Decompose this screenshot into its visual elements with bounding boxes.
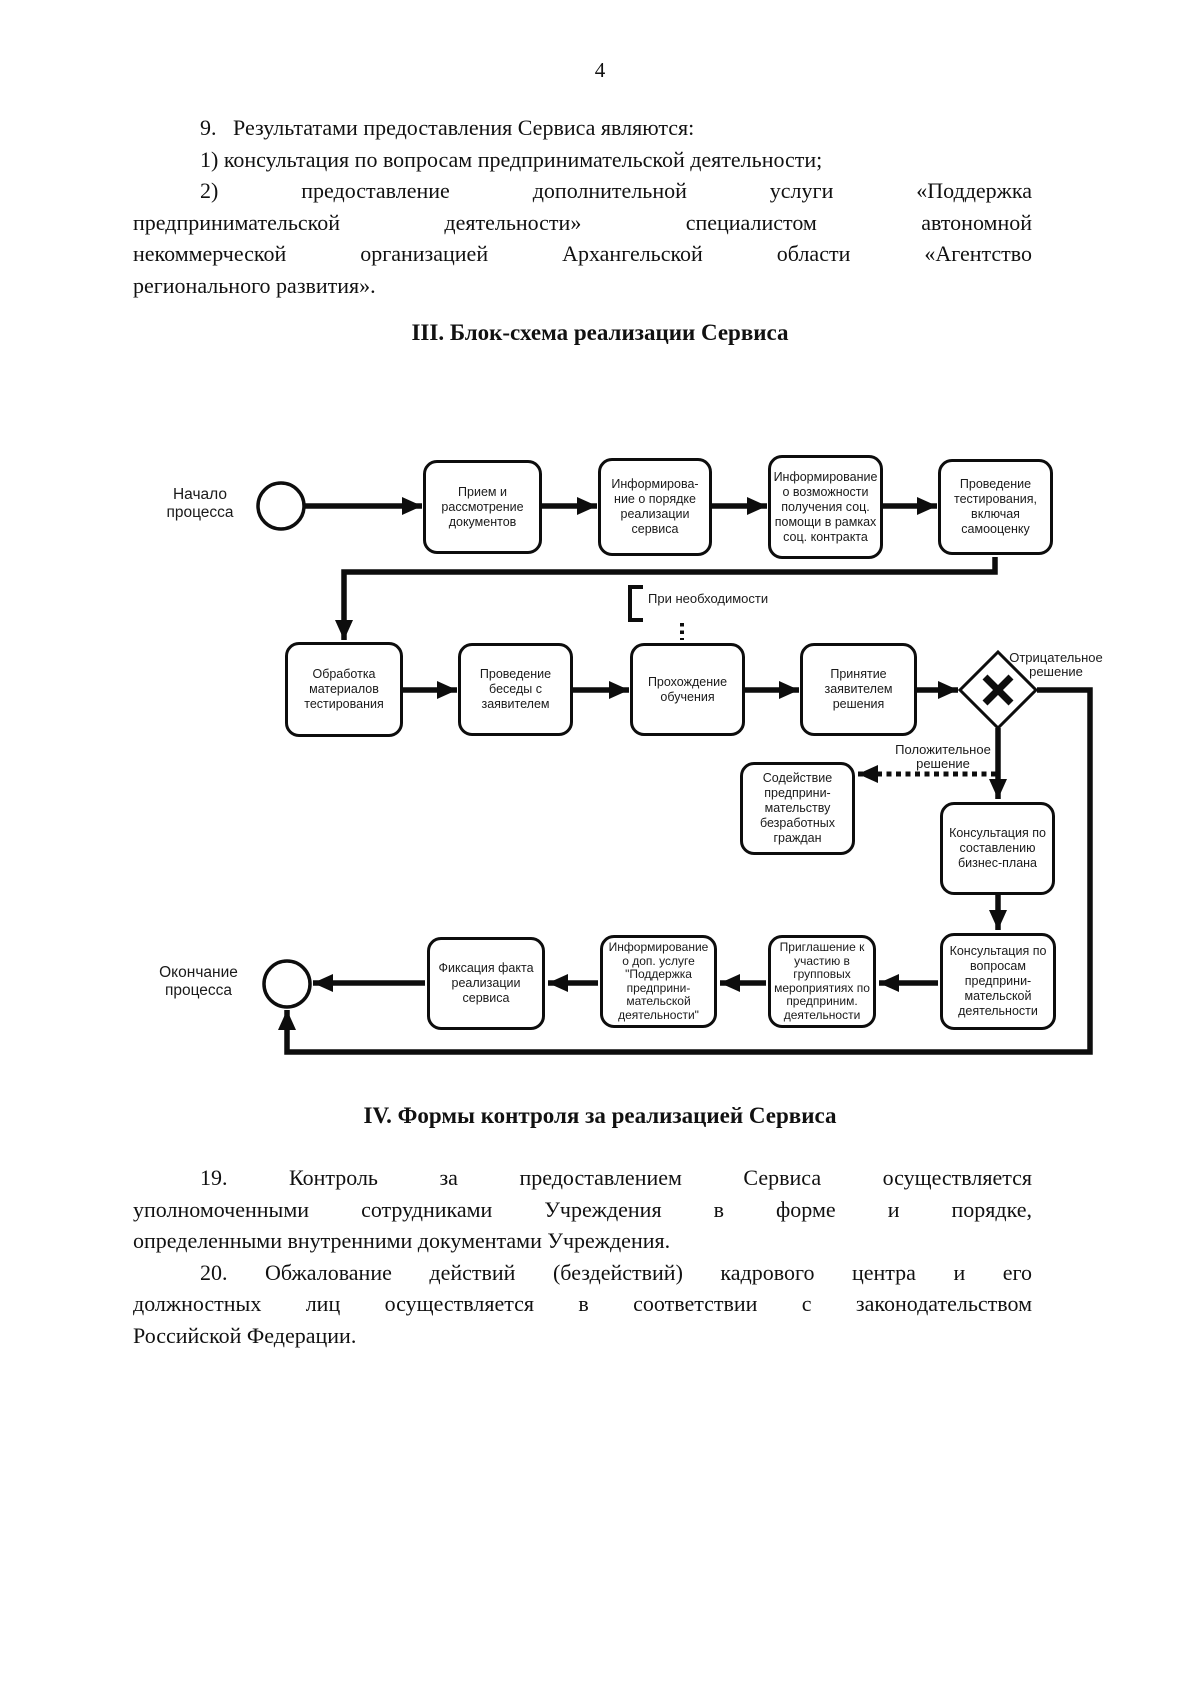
arrow-testing-to-processing [335,557,998,640]
flowchart-connectors [256,481,1093,1055]
node-inform-service: Информирование о доп. услуге "Поддержка … [600,935,717,1028]
paragraph-19-line1: 19. Контроль за предоставлением Сервиса … [200,1165,1032,1190]
paragraph-item-2-line4: регионального развития». [133,272,376,298]
paragraph-20-line1: 20. Обжалование действий (бездействий) к… [200,1259,1032,1285]
node-receive-docs: Прием и рассмотрение документов [423,460,542,554]
page-number: 4 [594,58,606,82]
node-inform-social: Информирование о возможности получения с… [768,455,883,559]
paragraph-item-1: 1) консультация по вопросам предпринимат… [200,146,823,172]
paragraph-20-line2: должностных лиц осуществляется в соответ… [133,1291,1032,1317]
paragraph-19-line2: уполномоченными сотрудниками Учреждения … [133,1196,1032,1222]
node-processing: Обработка материалов тестирования [285,642,403,737]
paragraph-item-2-line3: некоммерческой организацией Архангельско… [133,241,1032,267]
node-fixation: Фиксация факта реализации сервиса [427,937,545,1030]
node-assistance: Содействие предприни-мательству безработ… [740,762,855,855]
section-iv-title: IV. Формы контроля за реализацией Сервис… [363,1103,837,1128]
node-decision: Принятие заявителем решения [800,643,917,736]
paragraph-20-line3: Российской Федерации. [133,1322,357,1348]
control-paragraphs: 19. Контроль за предоставлением Сервиса … [133,1162,1032,1352]
node-consult-business: Консультация по вопросам предприни-мател… [940,933,1056,1030]
start-event-circle [256,481,306,531]
node-testing: Проведение тестирования, включая самооце… [938,459,1053,555]
start-label: Начало процесса [166,486,234,521]
when-needed-label: При необходимости [648,591,769,606]
node-inform-procedure: Информирова-ние о порядке реализации сер… [598,458,712,556]
node-training: Прохождение обучения [630,643,745,736]
node-consult-plan: Консультация по составлению бизнес-плана [940,802,1055,895]
positive-decision-label: Положительное решение [895,742,991,771]
negative-decision-path [278,687,1093,1055]
node-invitation: Приглашение к участию в групповых меропр… [768,935,876,1028]
intro-paragraphs: 9. Результатами предоставления Сервиса я… [133,112,1032,302]
section-iii-title: III. Блок-схема реализации Сервиса [411,320,789,345]
node-interview: Проведение беседы с заявителем [458,643,573,736]
when-needed-bracket [628,585,643,622]
paragraph-item-2-line1: 2) предоставление дополнительной услуги … [200,178,1032,204]
paragraph-9: 9. Результатами предоставления Сервиса я… [200,115,695,140]
paragraph-19-line3: определенными внутренними документами Уч… [133,1228,671,1254]
end-label: Окончание процесса [159,964,238,999]
end-event-circle [262,959,312,1009]
paragraph-item-2-line2: предпринимательской деятельности» специа… [133,209,1032,235]
negative-decision-label: Отрицательное решение [1009,650,1103,679]
process-flowchart: Начало процесса Окончание процесса При н… [0,440,1200,1080]
gateway-x-icon [982,674,1014,706]
